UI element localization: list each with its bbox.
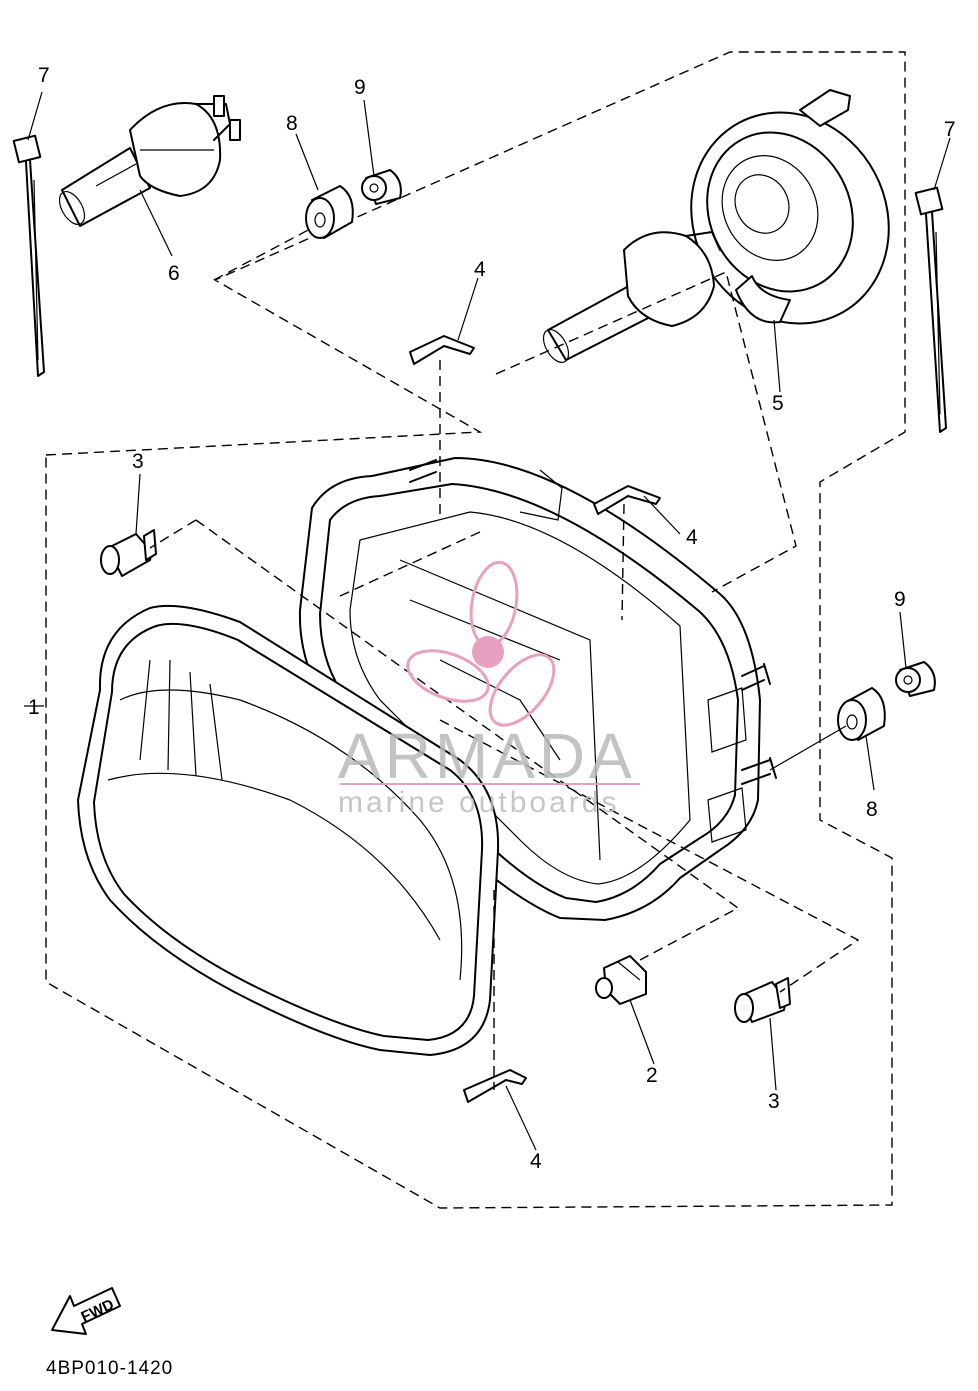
callout-3-left: 3 (132, 450, 144, 473)
cable-tie-left (12, 134, 45, 377)
callout-4-middle: 4 (686, 526, 698, 549)
callout-4-top: 4 (474, 258, 486, 281)
callout-4-bottom: 4 (530, 1150, 542, 1173)
forward-direction-arrow: FWD (51, 1287, 121, 1335)
socket-part-2 (595, 955, 647, 1005)
leader-lines (24, 91, 951, 1151)
callout-7-right: 7 (944, 118, 956, 141)
watermark: ARMADA marine outboards (338, 560, 640, 819)
washer-right (895, 661, 936, 697)
callout-8-top: 8 (286, 112, 298, 135)
callout-2: 2 (646, 1064, 658, 1087)
headlight-lens (77, 604, 500, 1056)
callout-5: 5 (772, 392, 784, 415)
callout-3-right: 3 (768, 1090, 780, 1113)
watermark-tagline: marine outboards (338, 786, 619, 819)
watermark-brand: ARMADA (338, 720, 636, 792)
callout-7-left: 7 (38, 64, 50, 87)
clip-middle (593, 485, 661, 515)
headlight-bulb (58, 95, 241, 227)
grommet-top (305, 185, 354, 239)
diagram-code: 4BP010-1420 (46, 1358, 173, 1379)
bulb-socket-assembly (542, 89, 890, 363)
callout-8-right: 8 (866, 798, 878, 821)
callout-1: 1 (28, 696, 40, 719)
clip-top (409, 335, 475, 365)
position-bulb-left (100, 529, 157, 577)
callout-9-top: 9 (354, 76, 366, 99)
clip-bottom (463, 1069, 527, 1103)
grommet-right (837, 687, 886, 741)
callout-6: 6 (168, 262, 180, 285)
position-bulb-right (734, 977, 791, 1023)
cable-tie-right (914, 186, 947, 433)
washer-top (361, 169, 402, 205)
propeller-logo-icon (406, 560, 556, 727)
callout-9-right: 9 (894, 588, 906, 611)
